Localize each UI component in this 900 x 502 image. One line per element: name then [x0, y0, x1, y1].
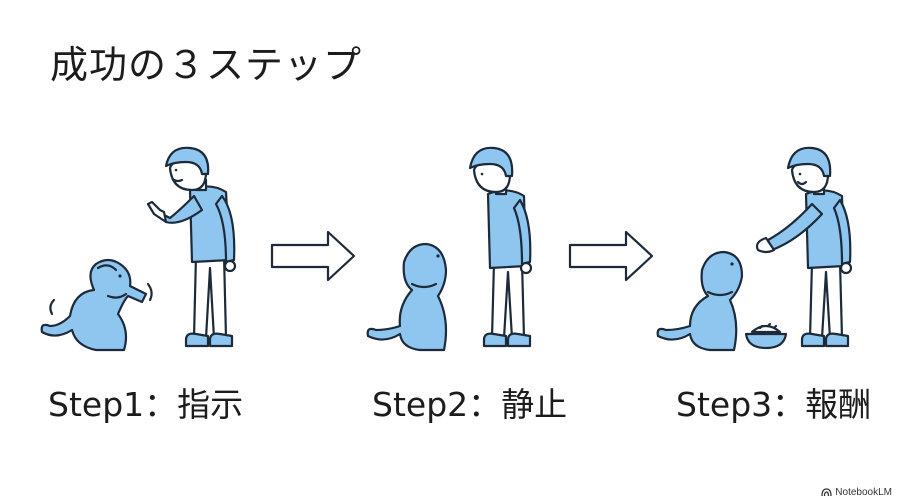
brand-name: NotebookLM: [835, 487, 892, 498]
standing-person-icon: [468, 146, 533, 348]
arrow-right-icon: [568, 230, 654, 282]
waving-dog-icon: [40, 258, 153, 352]
pointing-person-icon: [146, 146, 237, 348]
arrow-right-icon: [270, 230, 356, 282]
page-title: 成功の３ステップ: [50, 43, 363, 87]
notebooklm-logo-icon: [821, 488, 832, 497]
sitting-dog-icon: [656, 250, 744, 352]
treat-giving-person-icon: [755, 146, 853, 348]
brand-badge: NotebookLM: [821, 487, 892, 498]
step-2-label: Step2：静止: [372, 385, 568, 424]
step-1-label: Step1：指示: [48, 385, 244, 424]
step-3-label: Step3：報酬: [676, 385, 872, 424]
food-bowl-icon: [744, 322, 788, 350]
sitting-dog-icon: [366, 242, 448, 352]
